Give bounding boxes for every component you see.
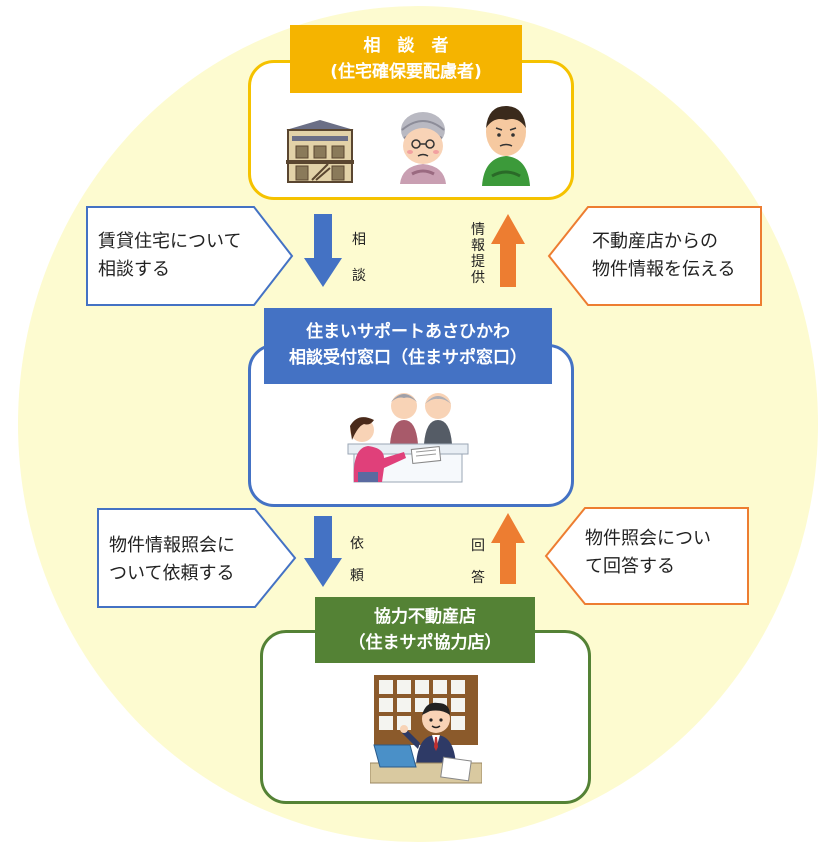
request-consultation-callout: 賃貸住宅について 相談する (86, 206, 294, 306)
property-inquiry-request-line2: ついて依頼する (109, 563, 235, 584)
consultation-down-arrow (304, 214, 342, 287)
cooperating-realtor-title-line1: 協力不動産店 (374, 607, 476, 627)
old-house-icon (286, 120, 354, 183)
cooperating-realtor-title-line2: （住まサポ協力店） (348, 633, 502, 653)
consultant-title: 相 談 者 (住宅確保要配慮者) (290, 25, 522, 93)
consultation-label-char2: 談 (352, 268, 366, 284)
consultation-desk-title-line1: 住まいサポートあさひかわ (306, 322, 510, 342)
answer-label-char1: 回 (471, 538, 485, 554)
answer-up-arrow (491, 513, 525, 584)
elderly-woman-icon (400, 112, 446, 184)
request-label-char2: 頼 (350, 568, 364, 584)
answer-label: 回 答 (469, 530, 487, 594)
provide-property-info-callout: 不動産店からの 物件情報を伝える (547, 206, 763, 306)
consultation-desk-title: 住まいサポートあさひかわ 相談受付窓口（住まサポ窓口） (264, 308, 552, 384)
consultant-title-line1: 相 談 者 (363, 36, 449, 56)
request-consultation-line1: 賃貸住宅について (98, 231, 242, 252)
request-label-char1: 依 (350, 536, 364, 552)
property-inquiry-request-line1: 物件情報照会に (109, 535, 235, 556)
troubled-man-icon (482, 106, 530, 186)
consultation-label-char1: 相 (352, 232, 366, 248)
provide-property-info-line1: 不動産店からの (592, 231, 718, 252)
provide-property-info-line2: 物件情報を伝える (592, 259, 736, 280)
consultation-label: 相 談 (350, 222, 368, 294)
property-inquiry-answer-line1: 物件照会につい (585, 528, 711, 549)
answer-label-char2: 答 (471, 570, 485, 586)
request-down-arrow (304, 516, 342, 587)
property-inquiry-request-callout: 物件情報照会に ついて依頼する (97, 508, 297, 608)
consultation-desk-title-line2: 相談受付窓口（住まサポ窓口） (289, 348, 527, 368)
info-provision-up-arrow (491, 214, 525, 287)
property-inquiry-answer-callout: 物件照会につい て回答する (544, 507, 750, 605)
info-provision-label-char3: 提 (471, 254, 485, 270)
property-inquiry-answer-line2: て回答する (585, 556, 675, 577)
consultant-title-line2: (住宅確保要配慮者) (330, 62, 482, 82)
cooperating-realtor-title: 協力不動産店 （住まサポ協力店） (315, 597, 535, 663)
counter-consultation-illustration (347, 393, 469, 483)
info-provision-label: 情 報 提 供 (469, 222, 487, 286)
info-provision-label-char4: 供 (471, 270, 485, 286)
realtor-office-illustration (370, 675, 482, 784)
request-consultation-line2: 相談する (98, 259, 170, 280)
request-label: 依 頼 (348, 528, 366, 592)
info-provision-label-char1: 情 (471, 222, 485, 238)
info-provision-label-char2: 報 (471, 238, 485, 254)
